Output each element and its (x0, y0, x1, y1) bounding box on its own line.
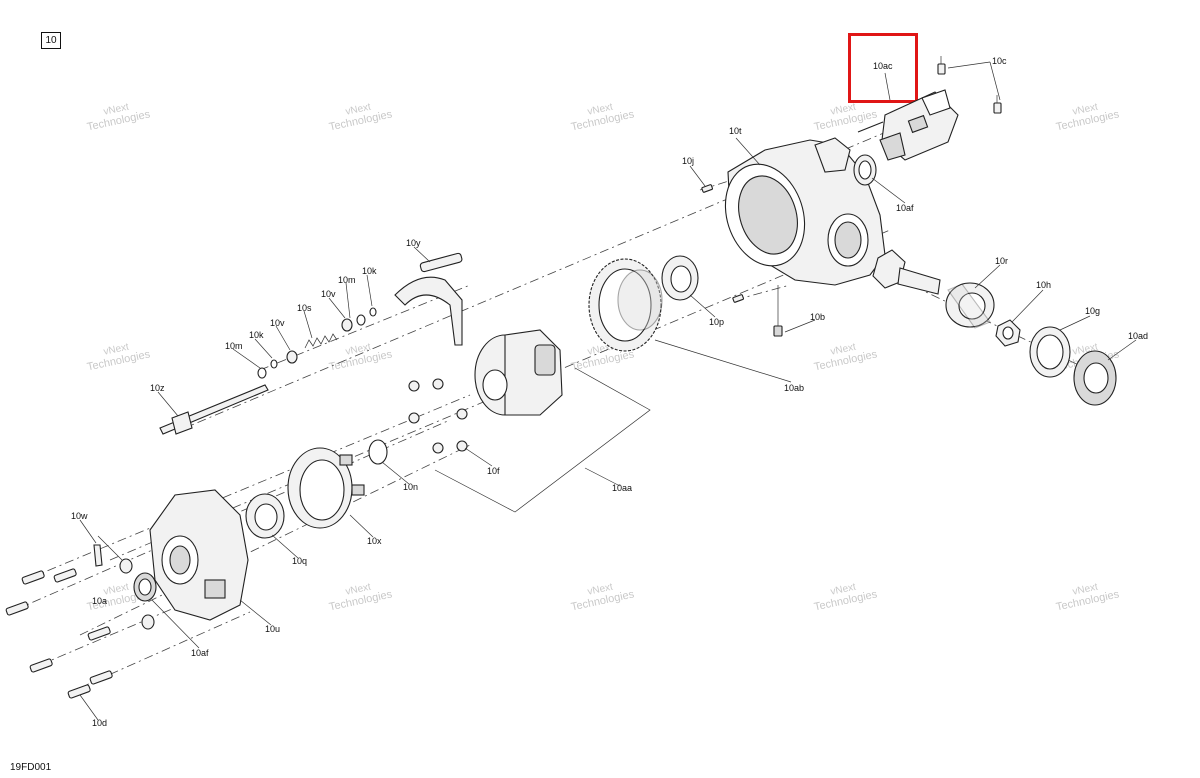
label-10t: 10t (729, 126, 742, 136)
watermark-text: vNext (103, 102, 131, 118)
drain-plug-10b[interactable] (773, 285, 783, 337)
label-10s: 10s (297, 303, 312, 313)
shift-fork-10y[interactable] (394, 252, 463, 346)
watermark-text: vNext (103, 342, 131, 358)
bolts-10f[interactable] (408, 378, 468, 454)
oil-seal-10af-lower[interactable] (133, 572, 157, 602)
shift-shaft-10z[interactable] (159, 384, 269, 435)
bolts-10d[interactable] (5, 568, 113, 699)
label-10z: 10z (150, 383, 165, 393)
screw-10c-upper[interactable] (937, 56, 946, 75)
bearing-10q[interactable] (245, 493, 285, 539)
ring-10g[interactable] (1029, 326, 1071, 378)
bracket-10aa (434, 367, 651, 513)
watermark-text: vNext (345, 342, 373, 358)
label-10x: 10x (367, 536, 382, 546)
washer-10v-lower[interactable] (286, 350, 298, 364)
label-10j: 10j (682, 156, 694, 166)
coupler-10x[interactable] (287, 447, 365, 529)
label-10d: 10d (92, 718, 107, 728)
watermark-text: vNext (345, 102, 373, 118)
label-10m-lower: 10m (225, 341, 243, 351)
pinion-gear[interactable] (872, 249, 941, 295)
label-10ab: 10ab (784, 383, 804, 393)
ring-gear-10ab[interactable] (588, 258, 663, 352)
label-10r: 10r (995, 256, 1008, 266)
label-10f: 10f (487, 466, 500, 476)
screw-10c-lower[interactable] (993, 95, 1002, 114)
rear-housing-10t[interactable] (713, 137, 886, 286)
clip-10m-lower[interactable] (257, 367, 267, 379)
label-10g: 10g (1085, 306, 1100, 316)
washer-10v-upper[interactable] (341, 318, 353, 332)
spacer-10a-lower[interactable] (141, 614, 155, 630)
label-10v-lower: 10v (270, 318, 285, 328)
vent-fitting-10w[interactable] (93, 544, 103, 567)
dowel-pin-10j-lower[interactable] (732, 294, 744, 303)
watermark-text: vNext (1072, 102, 1100, 118)
spring-10s[interactable] (304, 333, 338, 349)
label-10u: 10u (265, 624, 280, 634)
bearing-10p[interactable] (661, 255, 699, 301)
watermark-text: vNext (830, 342, 858, 358)
label-10af-lower: 10af (191, 648, 209, 658)
nut-10h[interactable] (995, 319, 1021, 347)
label-10w: 10w (71, 511, 88, 521)
oil-seal-10af-upper[interactable] (853, 154, 877, 186)
label-10h: 10h (1036, 280, 1051, 290)
label-10q: 10q (292, 556, 307, 566)
label-10n: 10n (403, 482, 418, 492)
seal-10ad[interactable] (1073, 350, 1117, 406)
front-cover-10u[interactable] (149, 489, 249, 621)
clip-10k-lower[interactable] (270, 359, 278, 369)
highlight-box-10ac[interactable] (848, 33, 918, 103)
watermark-text: vNext (103, 582, 131, 598)
part-labels: 10ac 10c 10t 10j 10af 10r 10h 10g 10ad 1… (71, 56, 1148, 728)
leader-lines (79, 61, 1137, 721)
label-10a: 10a (92, 596, 107, 606)
label-10c: 10c (992, 56, 1007, 66)
label-10af-upper: 10af (896, 203, 914, 213)
label-10k-lower: 10k (249, 330, 264, 340)
watermark-text: vNext (1072, 582, 1100, 598)
label-10k-upper: 10k (362, 266, 377, 276)
dowel-pin-10j-upper[interactable] (701, 184, 713, 193)
watermark-text: vNext (830, 582, 858, 598)
bearing-10r[interactable] (945, 282, 995, 329)
figure-number-box: 10 (41, 32, 61, 49)
watermark-text: vNext (587, 582, 615, 598)
o-ring-10n[interactable] (368, 439, 388, 465)
label-10m-upper: 10m (338, 275, 356, 285)
label-10v-upper: 10v (321, 289, 336, 299)
label-10aa: 10aa (612, 483, 632, 493)
label-10y: 10y (406, 238, 421, 248)
differential-10aa[interactable] (474, 329, 563, 416)
watermark-text: vNext (830, 102, 858, 118)
spacer-10a-upper[interactable] (119, 558, 133, 574)
label-10ad: 10ad (1128, 331, 1148, 341)
watermark-text: vNext (587, 102, 615, 118)
watermark-text: vNext (345, 582, 373, 598)
actuator-10ac[interactable] (857, 89, 959, 161)
label-10b: 10b (810, 312, 825, 322)
label-10ac: 10ac (873, 61, 893, 71)
clip-10m-upper[interactable] (356, 314, 366, 326)
figure-code: 19FD001 (10, 762, 52, 773)
label-10p: 10p (709, 317, 724, 327)
clip-10k-upper[interactable] (369, 307, 377, 317)
